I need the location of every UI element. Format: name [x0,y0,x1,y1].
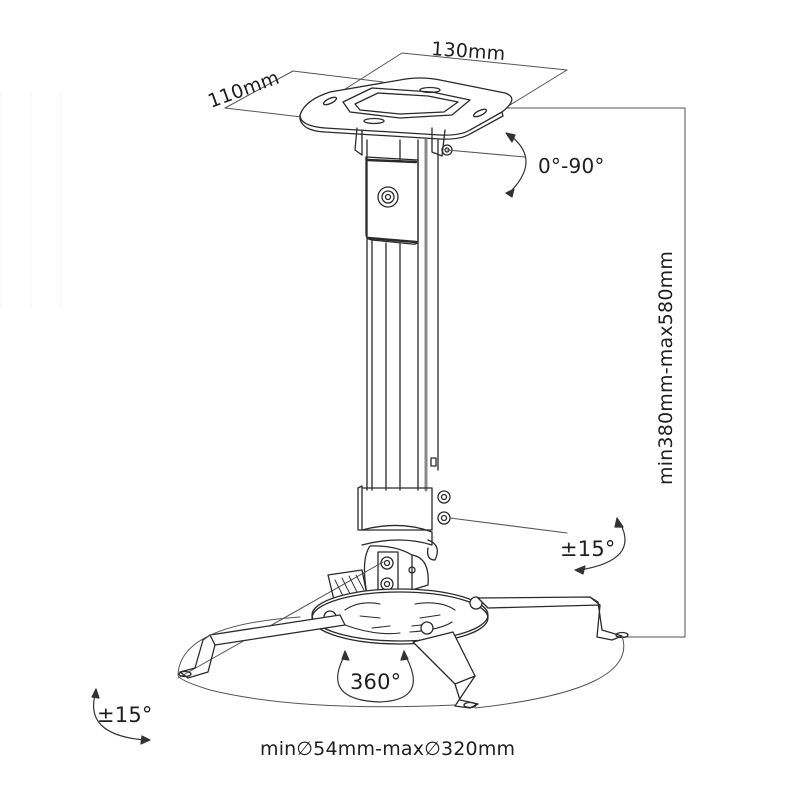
mid-tilt-label: ±15° [560,537,616,561]
ceiling-plate [299,77,513,140]
bracket-range-label: min∅54mm-max∅320mm [260,738,516,760]
range-ellipse [177,616,625,709]
telescopic-pole [366,138,439,492]
lower-clamp [357,485,568,561]
bottom-tilt-label: ±15° [97,703,153,727]
bracket-arms [178,596,629,709]
top-tilt-label: 0°-90° [538,154,605,178]
spider-plate [311,588,489,645]
watermark-ghost [0,90,90,310]
rotation-arrows [91,132,626,745]
swivel-label: 360° [350,670,402,694]
plate-dimension-lines [224,52,686,638]
height-range-label: min380mm-max580mm [655,250,677,485]
upper-sleeve [365,156,419,245]
top-hinge [354,127,526,158]
